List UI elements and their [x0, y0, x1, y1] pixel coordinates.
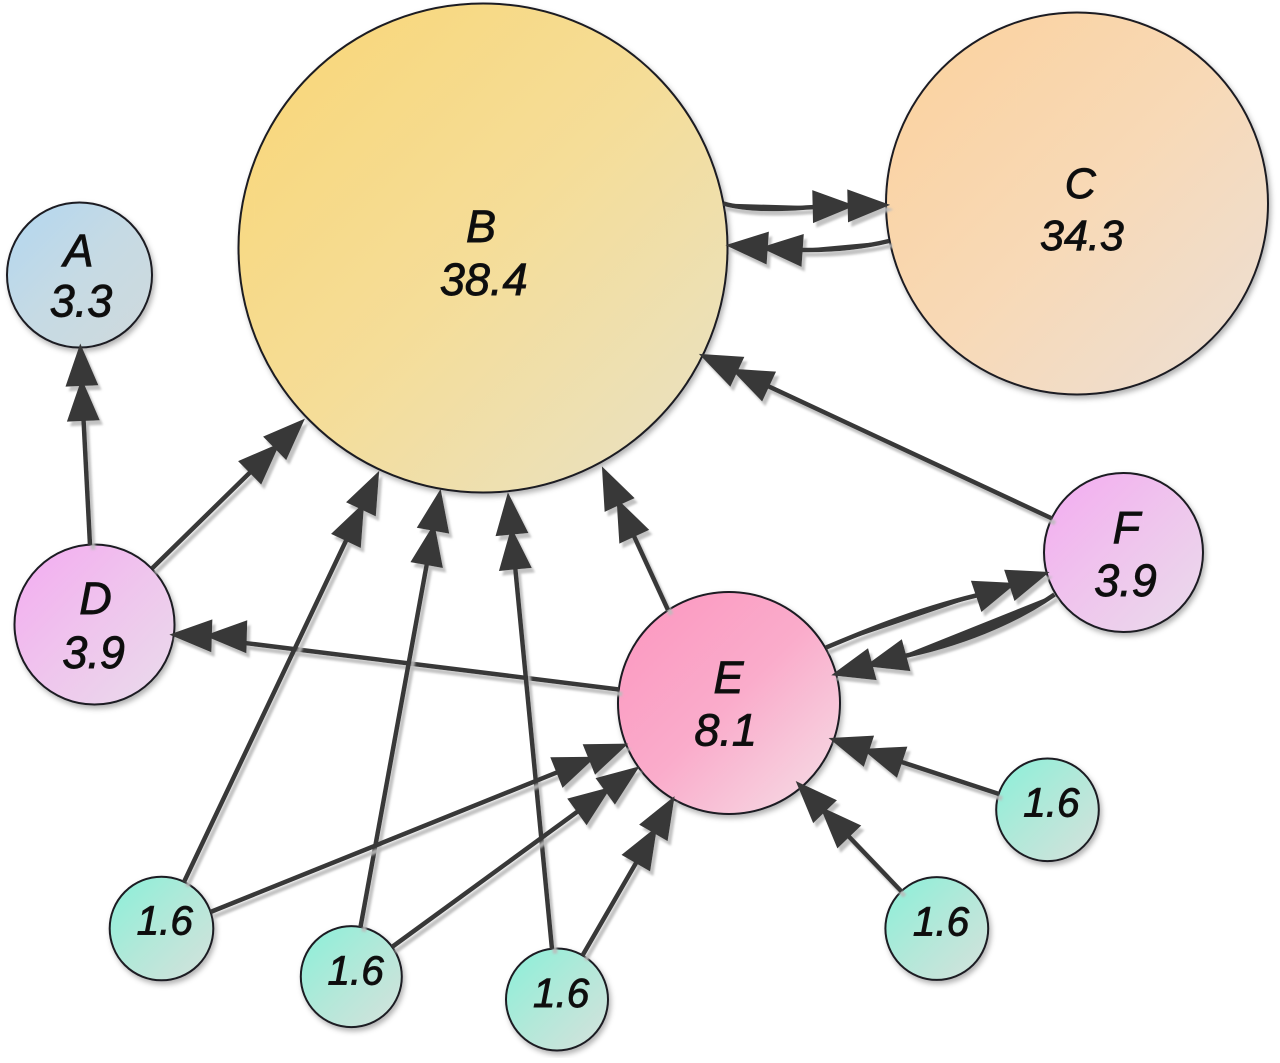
svg-text:E: E: [713, 652, 744, 703]
svg-text:F: F: [1113, 502, 1143, 553]
svg-text:38.4: 38.4: [440, 254, 528, 305]
svg-text:1.6: 1.6: [913, 899, 970, 945]
svg-text:1.6: 1.6: [1023, 780, 1080, 826]
svg-text:3.9: 3.9: [62, 627, 125, 678]
svg-text:A: A: [60, 225, 93, 276]
svg-text:D: D: [79, 573, 112, 624]
svg-text:3.3: 3.3: [50, 276, 113, 327]
svg-text:34.3: 34.3: [1040, 212, 1124, 260]
svg-text:3.9: 3.9: [1094, 555, 1157, 606]
svg-text:1.6: 1.6: [533, 970, 590, 1016]
svg-text:1.6: 1.6: [137, 898, 194, 944]
svg-text:8.1: 8.1: [694, 705, 757, 756]
svg-text:C: C: [1065, 160, 1097, 208]
svg-text:1.6: 1.6: [328, 948, 385, 994]
svg-text:B: B: [466, 201, 496, 252]
